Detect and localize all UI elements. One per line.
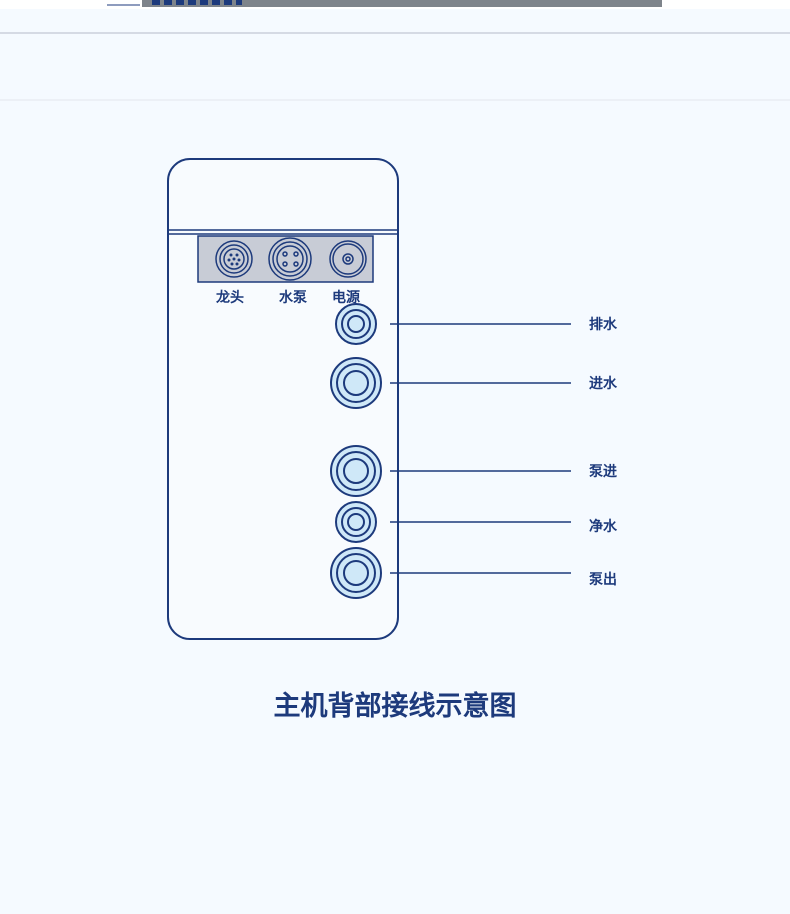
connector-panel [197, 235, 374, 283]
port-drain [335, 303, 571, 345]
port-label: 泵进 [589, 464, 617, 480]
port-pump-in [330, 445, 571, 497]
pump-connector-icon [268, 237, 312, 281]
port-inlet [330, 357, 571, 409]
power-connector-icon [329, 240, 367, 278]
diagram-title: 主机背部接线示意图 [274, 690, 517, 722]
connector-label: 水泵 [279, 289, 307, 306]
port-pure-water [335, 501, 571, 543]
port-pump-out [330, 547, 571, 599]
connector-label: 龙头 [215, 289, 244, 306]
port-label: 泵出 [589, 571, 617, 588]
top-gray-bar [142, 0, 662, 7]
checker-pattern [152, 0, 242, 5]
port-label: 进水 [589, 375, 618, 392]
port-label: 净水 [589, 518, 618, 535]
faucet-connector-icon [215, 240, 253, 278]
connector-label: 电源 [332, 289, 360, 306]
port-label: 排水 [589, 316, 618, 333]
